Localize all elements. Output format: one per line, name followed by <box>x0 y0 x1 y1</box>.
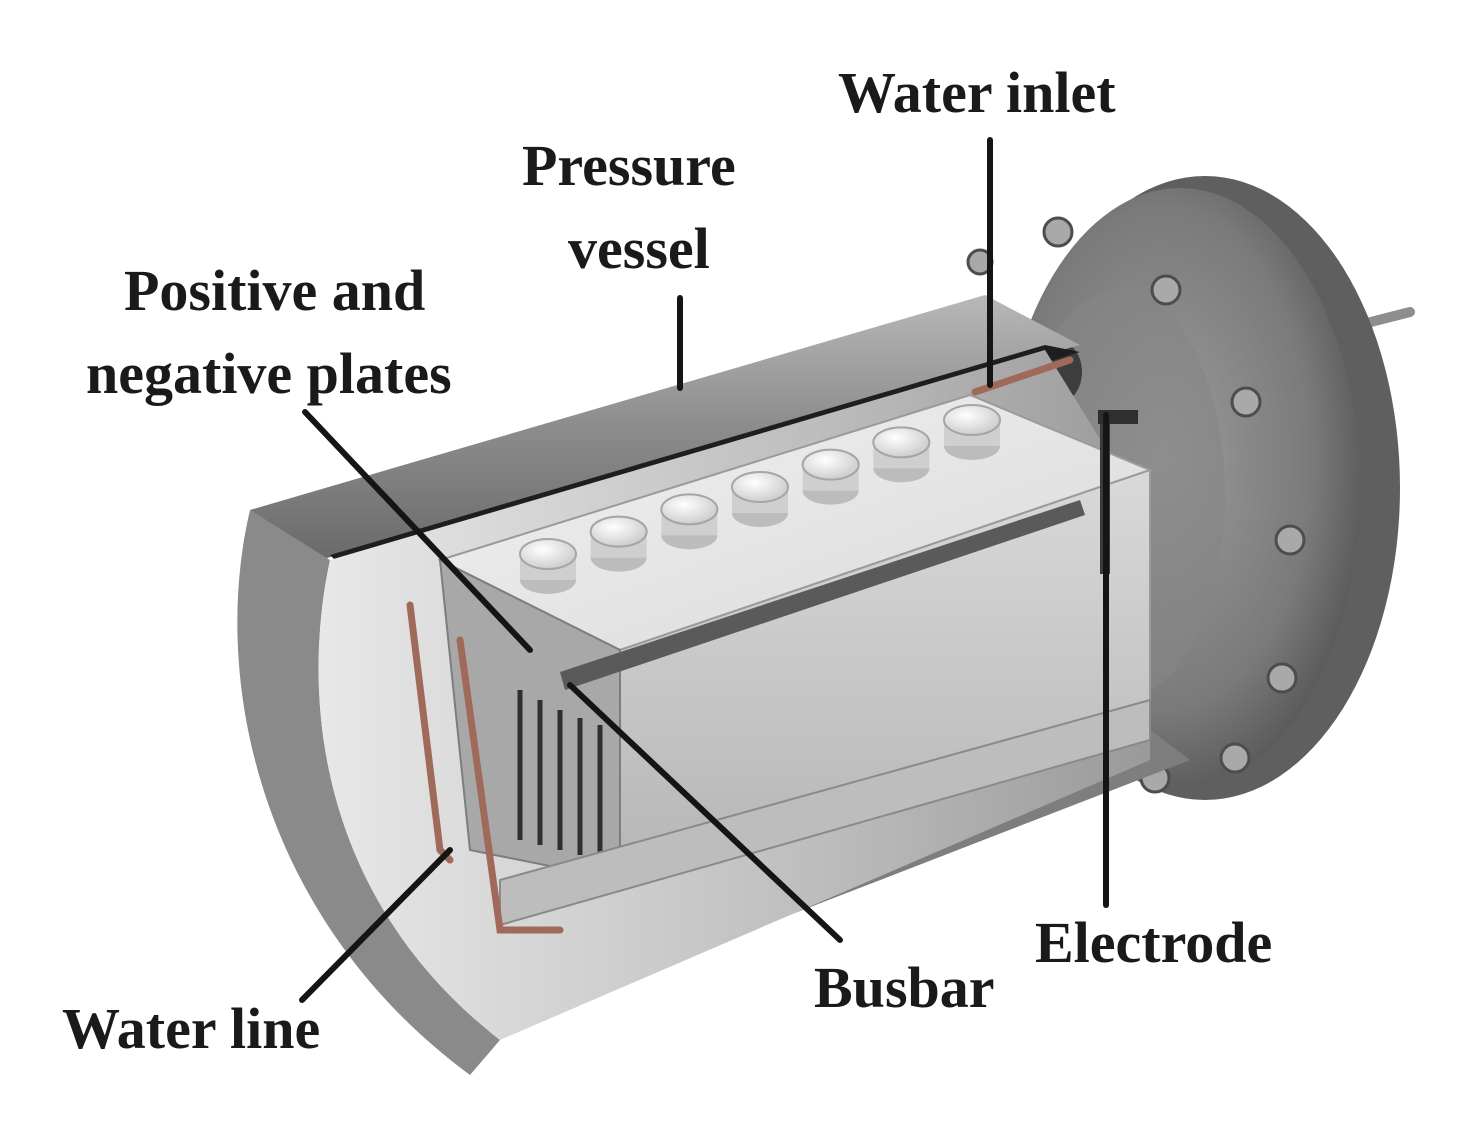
battery-module <box>437 393 1153 927</box>
label-pressure-vessel-line1: Pressure <box>522 133 736 198</box>
leader-busbar <box>567 682 843 943</box>
label-pressure-vessel-line2: vessel <box>568 216 710 281</box>
cell-cap <box>519 538 577 594</box>
label-busbar: Busbar <box>814 955 995 1020</box>
plate-stack <box>517 690 603 860</box>
cell-caps <box>519 404 1001 594</box>
label-electrode: Electrode <box>1035 910 1272 975</box>
leader-lines <box>299 137 1109 1003</box>
label-water-inlet: Water inlet <box>838 60 1116 125</box>
leader-plates <box>302 409 533 653</box>
cell-cap <box>872 426 931 483</box>
label-water-line: Water line <box>62 996 320 1061</box>
cell-cap <box>660 493 719 550</box>
label-plates-line2: negative plates <box>86 341 452 406</box>
cell-cap <box>801 448 860 505</box>
leader-water-line <box>299 847 453 1003</box>
label-plates-line1: Positive and <box>124 258 425 323</box>
cell-cap <box>731 471 789 527</box>
cell-cap <box>943 404 1001 460</box>
cell-cap <box>589 515 648 572</box>
